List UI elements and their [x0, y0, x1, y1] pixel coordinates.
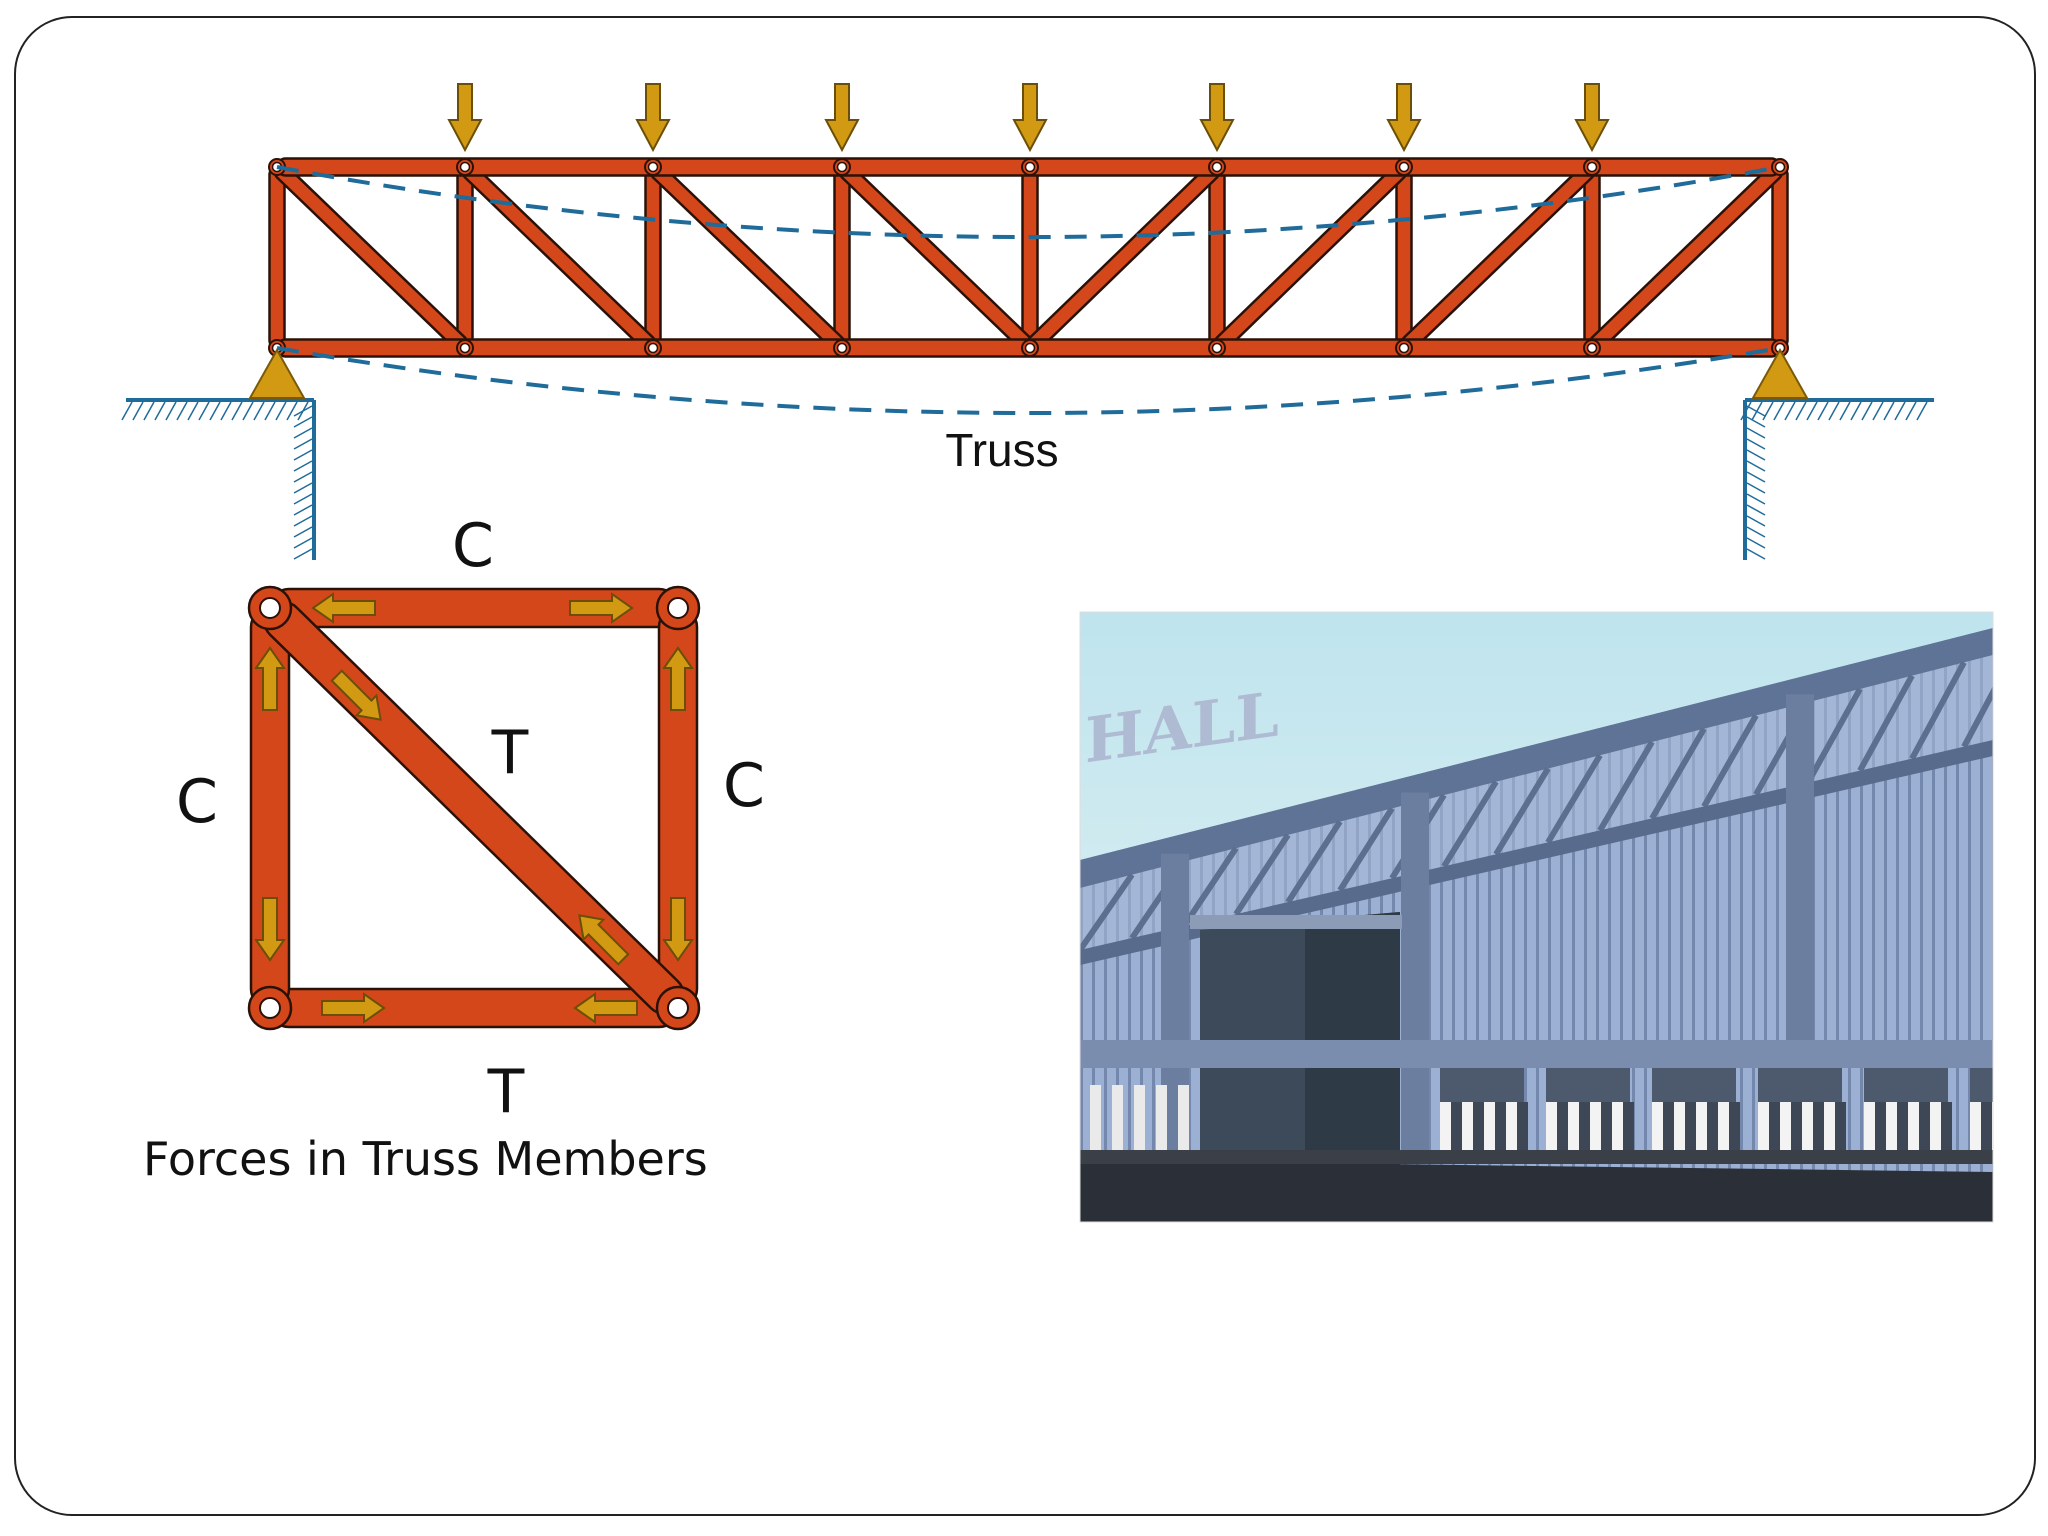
- truss-joint: [459, 342, 471, 354]
- left-pin-support: [248, 347, 306, 399]
- truss-diagonal: [1588, 163, 1784, 352]
- square-members: [247, 585, 701, 1031]
- truss-joint: [1211, 342, 1223, 354]
- truss-joint: [1586, 342, 1598, 354]
- bottom-member-label: T: [487, 1057, 525, 1127]
- truss-diagonal: [838, 163, 1034, 352]
- top-member-label: C: [452, 511, 494, 581]
- square-joint: [667, 997, 689, 1019]
- force-arrow: [254, 646, 286, 711]
- right-member-label: C: [723, 751, 765, 821]
- truss-joint: [1398, 342, 1410, 354]
- truss-joint: [1774, 161, 1786, 173]
- truss-joints: [268, 158, 1789, 357]
- truss-joint: [836, 342, 848, 354]
- load-arrow: [1012, 83, 1048, 153]
- truss-joint: [647, 342, 659, 354]
- truss-caption: Truss: [945, 424, 1058, 476]
- left-member-label: C: [176, 767, 218, 837]
- force-arrow: [573, 992, 638, 1024]
- force-arrow: [311, 592, 376, 624]
- force-arrow: [330, 669, 382, 721]
- truss-vertical: [1021, 165, 1039, 350]
- deflected-shape: [276, 165, 1781, 415]
- photo-border: [1079, 611, 1994, 1223]
- truss-vertical: [833, 165, 851, 350]
- truss-vertical: [644, 165, 662, 350]
- force-arrow: [662, 646, 694, 711]
- truss-diagonal: [273, 163, 469, 352]
- truss-vertical: [1395, 165, 1413, 350]
- truss-vertical: [1208, 165, 1226, 350]
- truss-vertical: [268, 165, 286, 350]
- truss-joint: [1586, 161, 1598, 173]
- ground-supports: [121, 398, 1934, 560]
- member-forces-diagram: C C C T T Forces in Truss Members: [143, 511, 765, 1186]
- truss-diagonal: [1026, 163, 1221, 352]
- square-joint: [259, 997, 281, 1019]
- hangar-photo: HALL: [1080, 612, 1993, 1222]
- right-pin-support: [1751, 347, 1809, 399]
- truss-joint: [1398, 161, 1410, 173]
- load-arrow: [635, 83, 671, 153]
- truss-vertical: [456, 165, 474, 350]
- truss-joint: [836, 161, 848, 173]
- load-arrow: [1199, 83, 1235, 153]
- load-arrow: [1386, 83, 1422, 153]
- deflected-bottom-chord: [276, 346, 1781, 415]
- force-arrow: [662, 897, 694, 962]
- deflected-top-chord: [276, 165, 1781, 239]
- truss-members: [268, 157, 1789, 358]
- load-arrow: [1574, 83, 1610, 153]
- force-arrow: [569, 592, 634, 624]
- truss-vertical: [1583, 165, 1601, 350]
- truss-joint: [1211, 161, 1223, 173]
- load-arrow: [824, 83, 860, 153]
- load-arrows: [447, 83, 1610, 153]
- forces-caption: Forces in Truss Members: [143, 1132, 708, 1186]
- force-arrow: [254, 897, 286, 962]
- square-joint: [667, 597, 689, 619]
- truss-vertical: [1771, 165, 1789, 350]
- load-arrow: [447, 83, 483, 153]
- truss-diagonal: [1213, 163, 1408, 352]
- truss-joint: [647, 161, 659, 173]
- square-joint: [259, 597, 281, 619]
- truss-joint: [1024, 342, 1036, 354]
- truss-joint: [1024, 161, 1036, 173]
- force-arrows: [254, 592, 694, 1024]
- diagonal-member-label: T: [491, 718, 529, 788]
- truss-diagonal: [1400, 163, 1596, 352]
- force-arrow: [578, 914, 630, 966]
- truss-diagonal: [461, 163, 657, 352]
- truss-diagonal: [649, 163, 846, 352]
- truss-bridge-diagram: Truss: [121, 83, 1934, 560]
- force-arrow: [321, 992, 386, 1024]
- truss-joint: [459, 161, 471, 173]
